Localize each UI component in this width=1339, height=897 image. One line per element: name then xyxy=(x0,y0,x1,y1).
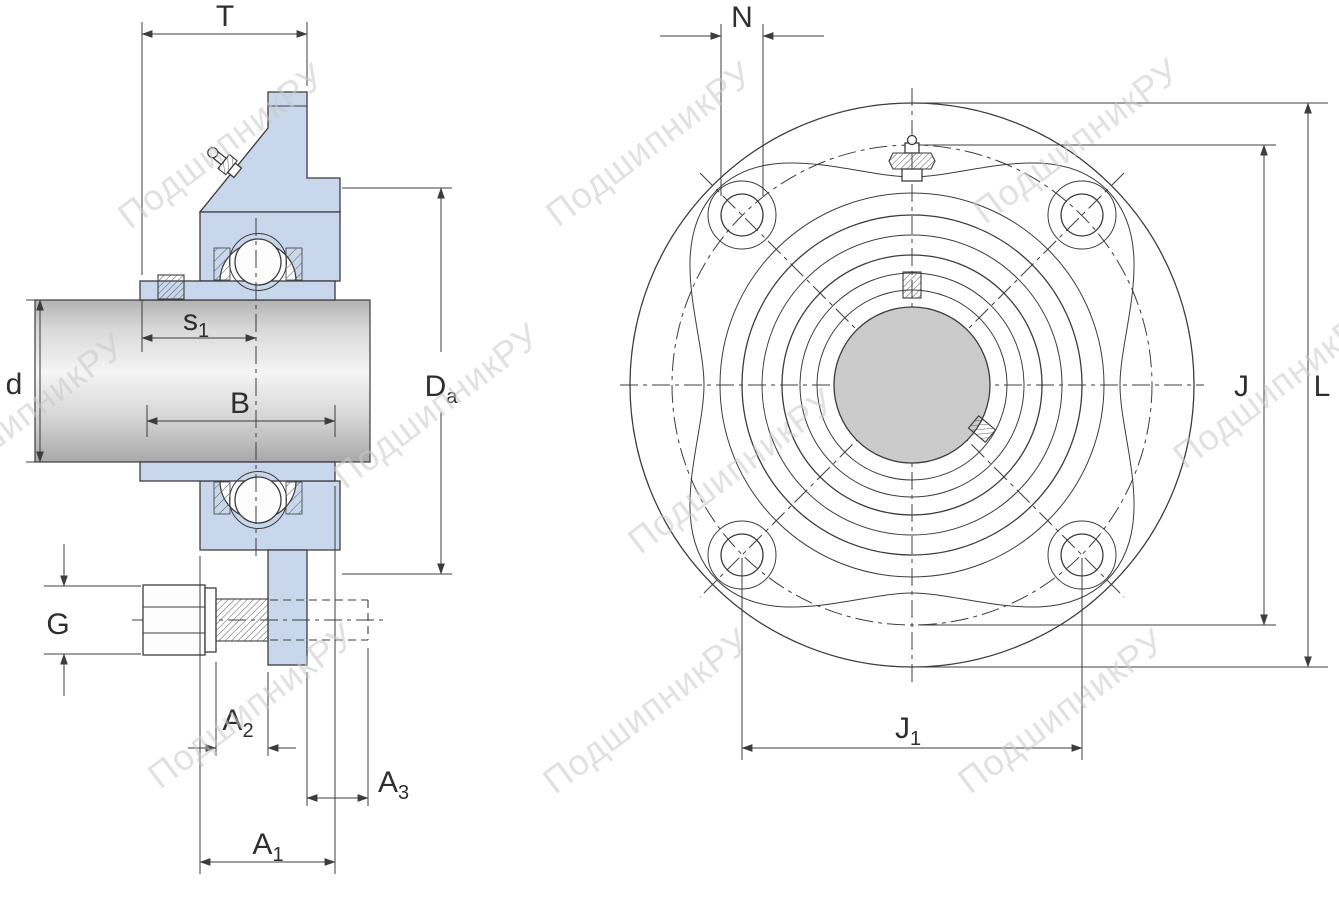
label-T: T xyxy=(216,0,234,33)
label-A2: A2 xyxy=(222,704,253,742)
shaft-section xyxy=(34,299,371,463)
dimension-T: T xyxy=(141,0,308,275)
dimension-Da: Da xyxy=(342,187,459,575)
set-screw-front-top xyxy=(902,271,922,299)
watermark-text: ПодшипникРУ xyxy=(965,50,1187,232)
flange-outer-circle xyxy=(629,102,1195,668)
race-lower xyxy=(229,471,287,529)
dimension-A2: A2 xyxy=(188,662,296,756)
race-upper xyxy=(229,233,287,291)
watermark-text: ПодшипникРУ xyxy=(535,620,757,802)
bolt-hole-top-left xyxy=(707,180,777,250)
front-view: N J L J1 xyxy=(620,1,1330,760)
bolt-thread xyxy=(215,598,269,642)
dimension-A3: A3 xyxy=(306,648,409,806)
dimension-J1: J1 xyxy=(741,558,1083,760)
bearing-upper xyxy=(213,233,303,291)
bolt-washer xyxy=(204,587,217,653)
housing-rings xyxy=(719,192,1105,578)
flange-bolt xyxy=(132,584,386,656)
label-J1: J1 xyxy=(895,712,921,750)
grease-fitting-side xyxy=(207,146,243,179)
watermark-text: ПодшипникРУ xyxy=(620,380,842,562)
seal-right-upper xyxy=(285,247,303,281)
housing-upper-flange xyxy=(198,91,341,213)
dimension-J: J xyxy=(918,144,1276,626)
label-Da: Da xyxy=(425,370,459,408)
label-A3: A3 xyxy=(378,766,409,804)
watermark-text: ПодшипникРУ xyxy=(950,620,1172,802)
set-screw-upper xyxy=(157,274,185,300)
grease-fitting-front xyxy=(888,134,936,182)
bolt-head xyxy=(142,584,206,656)
ball-upper xyxy=(234,238,282,286)
flange-scallop-contour xyxy=(689,162,1135,608)
label-d: d xyxy=(6,368,23,401)
dimension-N: N xyxy=(660,1,824,196)
label-G: G xyxy=(46,608,69,641)
label-A1: A1 xyxy=(252,828,283,866)
bearing-lower xyxy=(213,471,303,529)
seal-right-lower xyxy=(285,481,303,515)
dimension-B: B xyxy=(146,387,336,437)
label-L: L xyxy=(1314,370,1331,403)
side-view: T s1 d B Da xyxy=(6,0,459,874)
bolt-hole-top-right xyxy=(1047,180,1117,250)
inner-ring-collar-upper xyxy=(139,274,336,301)
seal-left-lower xyxy=(213,481,231,515)
housing-lower-flange xyxy=(267,549,308,666)
set-screw-front-diagonal xyxy=(967,415,997,443)
watermark-text: ПодшипникРУ xyxy=(538,53,760,235)
dimension-G: G xyxy=(44,544,141,696)
seal-left-upper xyxy=(213,247,231,281)
dimension-s1: s1 xyxy=(141,300,257,352)
ball-lower xyxy=(234,476,282,524)
label-B: B xyxy=(230,387,250,420)
label-J: J xyxy=(1234,370,1249,403)
label-s1: s1 xyxy=(183,304,209,342)
label-N: N xyxy=(731,1,753,34)
dimension-A1: A1 xyxy=(199,486,336,874)
dimension-L: L xyxy=(916,102,1331,668)
inner-ring-collar-lower xyxy=(139,461,336,482)
dimension-d: d xyxy=(6,299,54,463)
shaft-bore xyxy=(833,306,991,464)
